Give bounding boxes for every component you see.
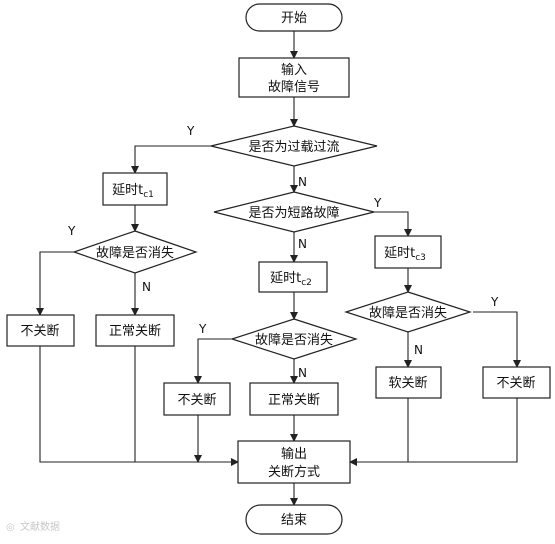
decision-fault-gone2: 故障是否消失: [230, 318, 358, 360]
node-output-label-line2: 关断方式: [268, 464, 320, 480]
watermark: ◎ 文献数据: [6, 520, 60, 533]
branch-label-short-no: N: [298, 237, 307, 251]
edge-short-yes-to-delay3: [374, 211, 412, 237]
edge-softtrip-to-output: [349, 398, 409, 466]
edge-gone2-yes-to-notrip2: [194, 338, 231, 384]
edge-gone1-yes-to-notrip1: [36, 251, 75, 316]
node-input-label-line2: 故障信号: [268, 80, 320, 95]
decision-fault-gone1: 故障是否消失: [72, 230, 198, 274]
branch-label-overload-no: N: [298, 175, 307, 189]
watermark-text: 文献数据: [20, 520, 60, 533]
node-normal-trip2-label: 正常关断: [268, 393, 320, 408]
node-no-trip3: 不关断: [482, 366, 551, 399]
node-input: 输入 故障信号: [238, 57, 350, 98]
node-no-trip1: 不关断: [6, 314, 75, 347]
branch-label-gone3-no: N: [414, 343, 423, 357]
node-end: 结束: [245, 504, 343, 535]
edge-notrip1-to-output: [39, 346, 239, 466]
branch-label-gone1-no: N: [142, 280, 151, 294]
watermark-icon: ◎: [6, 522, 15, 533]
edge-gone3-yes-to-notrip3: [473, 311, 521, 368]
branch-label-gone2-no: N: [298, 366, 307, 380]
node-delay2: 延时tc2: [258, 261, 328, 293]
node-input-label-line1: 输入: [281, 62, 307, 78]
node-no-trip2-label: 不关断: [177, 393, 216, 408]
branch-labels: Y N Y N Y N Y N Y N: [67, 124, 499, 380]
node-delay2-label: 延时tc2: [270, 271, 312, 288]
branch-label-gone1-yes: Y: [67, 224, 76, 238]
edge-notrip3-to-output: [408, 398, 518, 463]
node-no-trip1-label: 不关断: [20, 324, 59, 339]
node-no-trip2: 不关断: [163, 382, 231, 416]
node-normal-trip1: 正常关断: [95, 314, 175, 347]
decision-fault-gone3: 故障是否消失: [344, 291, 472, 333]
node-start: 开始: [245, 3, 343, 32]
decision-fault-gone2-label: 故障是否消失: [255, 333, 333, 348]
branch-label-short-yes: Y: [373, 196, 382, 210]
branch-label-gone2-yes: Y: [198, 322, 207, 336]
node-delay3-label: 延时tc3: [384, 246, 426, 263]
decision-fault-gone1-label: 故障是否消失: [96, 246, 174, 261]
decision-overload: 是否为过载过流: [210, 125, 378, 167]
decision-overload-label: 是否为过载过流: [248, 140, 339, 155]
node-delay3: 延时tc3: [374, 235, 442, 269]
node-start-label: 开始: [281, 11, 307, 26]
node-soft-trip-label: 软关断: [388, 376, 427, 391]
node-normal-trip2: 正常关断: [249, 382, 339, 416]
branch-label-gone3-yes: Y: [490, 295, 499, 309]
node-output-label-line1: 输出: [281, 446, 307, 462]
node-no-trip3-label: 不关断: [496, 376, 535, 391]
decision-short-label: 是否为短路故障: [248, 205, 339, 221]
edge-overload-yes-to-delay1: [131, 145, 211, 174]
decision-fault-gone3-label: 故障是否消失: [369, 306, 447, 321]
decision-short: 是否为短路故障: [213, 191, 375, 233]
connectors: [36, 31, 521, 506]
node-delay1: 延时tc1: [102, 172, 168, 206]
node-end-label: 结束: [281, 513, 307, 528]
node-soft-trip: 软关断: [375, 366, 442, 399]
node-normal-trip1-label: 正常关断: [109, 324, 161, 339]
node-output: 输出 关断方式: [237, 440, 351, 484]
branch-label-overload-yes: Y: [186, 124, 195, 138]
node-delay1-label: 延时tc1: [112, 183, 154, 200]
